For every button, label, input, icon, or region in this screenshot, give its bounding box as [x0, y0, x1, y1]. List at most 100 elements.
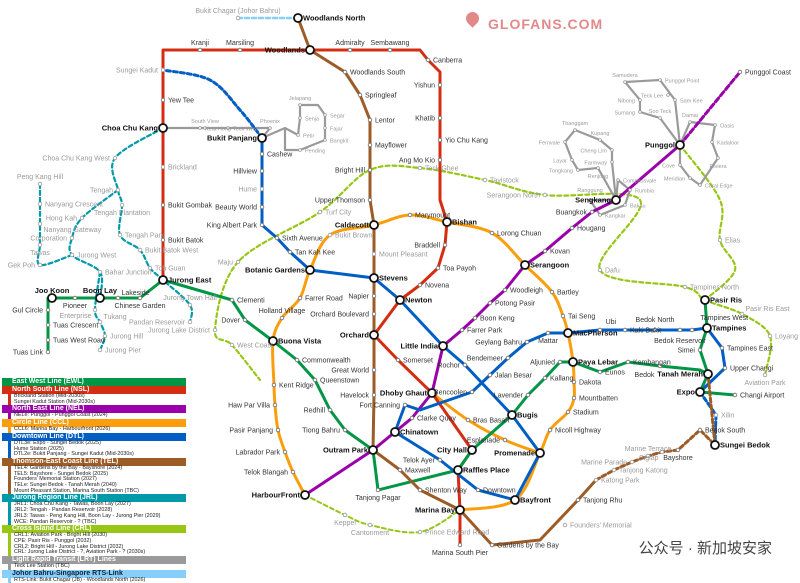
station-label[interactable]: Tampines East [727, 346, 773, 353]
station-marker[interactable] [323, 113, 327, 117]
station-label[interactable]: Gardens by the Bay [497, 543, 559, 550]
station-marker[interactable] [658, 78, 662, 82]
station-label[interactable]: Yew Tee [168, 98, 194, 105]
station-marker[interactable] [274, 235, 280, 241]
station-marker[interactable] [37, 181, 43, 187]
station-marker[interactable] [282, 449, 288, 455]
station-label[interactable]: Mayflower [375, 143, 408, 150]
station-label[interactable]: Changi Airport [740, 393, 784, 400]
station-marker[interactable] [675, 447, 681, 453]
station-label[interactable]: Petir [303, 134, 314, 140]
station-label[interactable]: Jurong Town Hall [163, 295, 217, 302]
station-marker[interactable] [571, 379, 577, 385]
station-marker[interactable] [259, 151, 265, 157]
station-marker[interactable] [323, 138, 327, 142]
station-label[interactable]: Kovan [550, 249, 570, 256]
station-label[interactable]: Woodlands South [350, 70, 405, 77]
station-label[interactable]: Bishan [452, 218, 477, 227]
station-marker[interactable] [597, 369, 603, 375]
station-label[interactable]: Ubi [606, 319, 617, 326]
station-label[interactable]: Sam Kee [680, 99, 703, 105]
station-label[interactable]: Marsiling [226, 40, 254, 47]
station-label[interactable]: South View [191, 119, 219, 125]
station-marker[interactable] [357, 92, 363, 98]
station-marker[interactable] [371, 293, 377, 299]
station-label[interactable]: Kranji [191, 40, 209, 47]
station-label[interactable]: Pending [305, 149, 325, 155]
station-label[interactable]: Novena [425, 283, 449, 290]
station-label[interactable]: Kallang [550, 376, 573, 383]
station-marker[interactable] [542, 248, 548, 254]
station-label[interactable]: Bukit Gombak [168, 203, 212, 210]
station-label[interactable]: Havelock [340, 393, 369, 400]
station-label[interactable]: Pandan Reservoir [129, 320, 186, 327]
station-label[interactable]: Tavistock [490, 178, 519, 185]
station-label[interactable]: Sungei Bedok [720, 441, 771, 450]
interchange-marker[interactable] [390, 427, 400, 437]
station-label[interactable]: Sixth Avenue [282, 236, 323, 243]
station-marker[interactable] [557, 359, 563, 365]
station-marker[interactable] [37, 201, 43, 207]
station-marker[interactable] [713, 412, 719, 418]
station-marker[interactable] [367, 167, 373, 173]
station-marker[interactable] [198, 126, 202, 130]
station-marker[interactable] [298, 148, 302, 152]
station-marker[interactable] [475, 487, 481, 493]
station-marker[interactable] [542, 192, 548, 198]
station-label[interactable]: Maxwell [405, 468, 431, 475]
station-marker[interactable] [117, 232, 123, 238]
station-label[interactable]: Brickland [168, 165, 197, 172]
station-label[interactable]: Tanjong Rhu [583, 498, 622, 505]
station-label[interactable]: Braddell [414, 243, 440, 250]
station-label[interactable]: Samudera [612, 73, 638, 79]
station-label[interactable]: Haw Par Villa [228, 403, 270, 410]
station-label[interactable]: Gek Poh [8, 263, 35, 270]
station-label[interactable]: Aljunied [530, 360, 555, 367]
station-label[interactable]: Paya Lebar [578, 358, 618, 367]
interchange-marker[interactable] [300, 490, 310, 500]
station-marker[interactable] [462, 362, 468, 368]
station-marker[interactable] [37, 262, 43, 268]
station-marker[interactable] [45, 337, 51, 343]
station-marker[interactable] [616, 178, 620, 182]
station-marker[interactable] [688, 176, 692, 180]
station-label[interactable]: Upper Changi [730, 366, 774, 373]
station-label[interactable]: Woodlands [265, 46, 305, 55]
station-label[interactable]: Nicoll Highway [555, 428, 601, 435]
interchange-marker[interactable] [675, 140, 685, 150]
station-label[interactable]: Clementi [237, 298, 265, 305]
station-marker[interactable] [682, 284, 688, 290]
station-marker[interactable] [371, 392, 377, 398]
station-marker[interactable] [271, 382, 277, 388]
station-label[interactable]: Gul Circle [12, 308, 43, 315]
station-marker[interactable] [610, 148, 614, 152]
station-label[interactable]: Potong Pasir [495, 301, 536, 308]
station-marker[interactable] [732, 392, 738, 398]
station-label[interactable]: Pioneer [63, 303, 88, 310]
station-marker[interactable] [659, 449, 665, 455]
station-marker[interactable] [589, 209, 595, 215]
station-marker[interactable] [272, 402, 278, 408]
station-label[interactable]: Maju [218, 260, 233, 267]
station-label[interactable]: Aviation Park [744, 380, 786, 387]
interchange-marker[interactable] [563, 328, 573, 338]
station-label[interactable]: Nanyang Crescent [45, 202, 103, 209]
station-label[interactable]: Tengah Park [125, 233, 165, 240]
station-label[interactable]: Enterprise [60, 313, 92, 320]
station-marker[interactable] [673, 98, 677, 102]
station-marker[interactable] [542, 375, 548, 381]
station-label[interactable]: Punggol [645, 141, 675, 150]
station-marker[interactable] [226, 126, 230, 130]
station-marker[interactable] [229, 297, 235, 303]
station-marker[interactable] [275, 427, 281, 433]
station-label[interactable]: Labrador Park [236, 450, 281, 457]
station-label[interactable]: Kupang [591, 131, 610, 137]
interchange-marker[interactable] [293, 13, 303, 23]
interchange-marker[interactable] [268, 336, 278, 346]
station-marker[interactable] [697, 427, 703, 433]
station-label[interactable]: Kent Ridge [279, 383, 314, 390]
station-label[interactable]: Mattar [538, 338, 559, 345]
station-marker[interactable] [652, 327, 658, 333]
station-label[interactable]: Jurong Lake District [148, 328, 210, 335]
station-marker[interactable] [622, 327, 628, 333]
